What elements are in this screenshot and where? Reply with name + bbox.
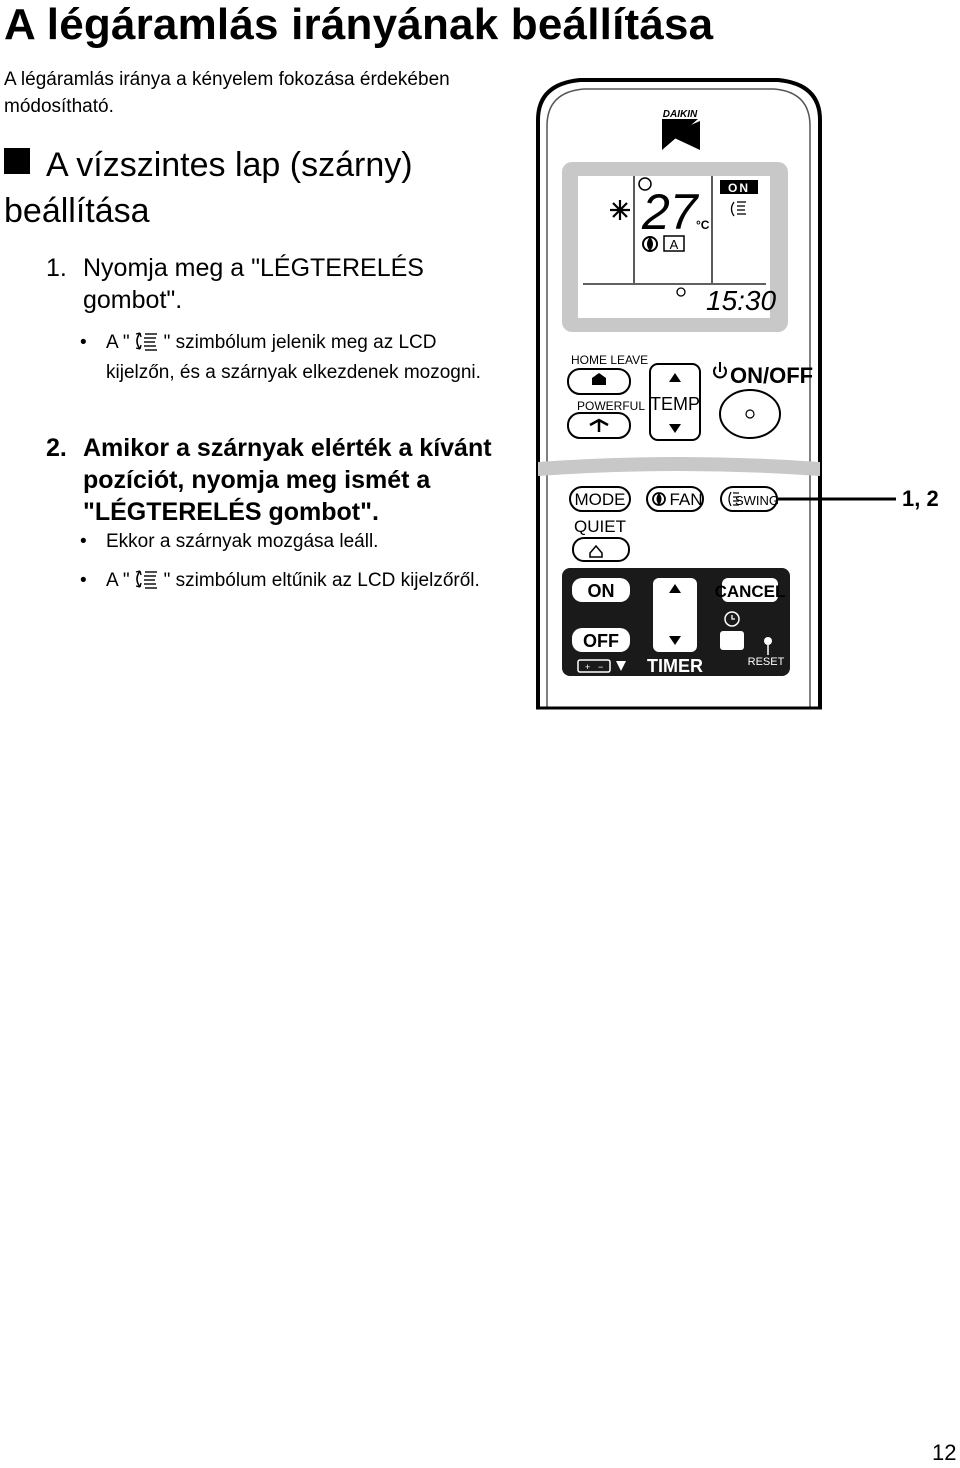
powerful-label: POWERFUL bbox=[577, 399, 645, 413]
bullet-text-after: " szimbólum jelenik meg az LCD kijelzőn,… bbox=[106, 332, 481, 383]
quiet-button[interactable] bbox=[572, 537, 630, 562]
power-icon bbox=[713, 362, 727, 379]
section-title-text: A vízszintes lap (szárny) beállítása bbox=[4, 146, 413, 230]
timer-adjust-button[interactable] bbox=[653, 578, 697, 652]
svg-text:ON: ON bbox=[728, 181, 750, 195]
bullet-text-after: " szimbólum eltűnik az LCD kijelzőről. bbox=[163, 570, 480, 591]
bullet-text-before: A " bbox=[106, 570, 130, 591]
bullet-text: Ekkor a szárnyak mozgása leáll. bbox=[106, 531, 379, 552]
snowflake-icon bbox=[610, 200, 630, 220]
quiet-label: QUIET bbox=[574, 517, 626, 536]
svg-text:OFF: OFF bbox=[583, 631, 619, 651]
temp-up-icon bbox=[669, 373, 681, 382]
battery-icon: + − bbox=[577, 659, 626, 673]
daikin-logo: DAIKIN bbox=[662, 109, 700, 150]
step-2-number: 2. bbox=[46, 434, 67, 462]
page-number: 12 bbox=[932, 1440, 957, 1465]
svg-text:+: + bbox=[585, 662, 590, 672]
timer-label: TIMER bbox=[647, 656, 703, 676]
lcd-fan-mode: A bbox=[670, 237, 679, 252]
step-1: 1. Nyomja meg a "LÉGTERELÉS gombot". bbox=[46, 252, 516, 316]
timer-on-button[interactable] bbox=[572, 578, 630, 602]
section-title: A vízszintes lap (szárny) beállítása bbox=[4, 142, 524, 234]
remote-control-illustration: DAIKIN 27 °C A ON 15:30 HOME LEAVE POWER… bbox=[536, 78, 896, 710]
fan-icon bbox=[642, 236, 658, 252]
mode-button[interactable] bbox=[569, 486, 631, 512]
step-1-number: 1. bbox=[46, 254, 67, 282]
svg-text:MODE: MODE bbox=[575, 490, 626, 509]
step-1-text: Nyomja meg a "LÉGTERELÉS gombot". bbox=[83, 254, 424, 314]
on-off-label: ON/OFF bbox=[730, 363, 813, 388]
fan-icon bbox=[652, 492, 666, 506]
step-2-bullet-1: • Ekkor a szárnyak mozgása leáll. bbox=[80, 527, 500, 557]
lcd-swing-icon bbox=[730, 201, 746, 217]
swing-icon bbox=[135, 570, 157, 589]
lcd-unit: °C bbox=[696, 218, 710, 232]
timer-off-button[interactable] bbox=[572, 628, 630, 652]
svg-text:SWING: SWING bbox=[735, 493, 779, 508]
callout-label: 1, 2 bbox=[902, 486, 939, 511]
lcd-screen bbox=[578, 176, 770, 318]
econo-icon bbox=[638, 177, 652, 191]
timer-up-icon bbox=[669, 584, 681, 593]
swing-icon bbox=[135, 332, 157, 351]
clock-button[interactable] bbox=[720, 631, 744, 650]
svg-text:ON: ON bbox=[588, 581, 615, 601]
intro-text: A légáramlás iránya a kényelem fokozása … bbox=[4, 69, 450, 117]
home-leave-label: HOME LEAVE bbox=[571, 353, 648, 367]
bullet-dot: • bbox=[80, 531, 87, 552]
svg-text:FAN: FAN bbox=[669, 490, 702, 509]
temp-button[interactable] bbox=[649, 363, 701, 441]
step-1-bullet: • A "" szimbólum jelenik meg az LCD kije… bbox=[80, 328, 500, 388]
lcd-clock: 15:30 bbox=[706, 285, 776, 316]
clock-icon bbox=[724, 611, 740, 627]
bullet-dot: • bbox=[80, 332, 87, 353]
step-2-text: Amikor a szárnyak elérték a kívánt pozíc… bbox=[83, 434, 492, 526]
reset-hole-icon[interactable] bbox=[764, 637, 772, 645]
bullet-text-before: A " bbox=[106, 332, 130, 353]
lcd-temperature: 27 bbox=[641, 184, 700, 240]
svg-text:−: − bbox=[598, 662, 603, 672]
temp-down-icon bbox=[669, 424, 681, 433]
step-2: 2. Amikor a szárnyak elérték a kívánt po… bbox=[46, 432, 516, 528]
reset-label: RESET bbox=[748, 656, 785, 668]
clock-icon bbox=[676, 287, 686, 297]
on-off-button[interactable] bbox=[719, 389, 781, 439]
svg-text:CANCEL: CANCEL bbox=[715, 582, 786, 601]
square-bullet-icon bbox=[4, 148, 30, 174]
swing-icon bbox=[728, 491, 739, 507]
lcd-on-badge bbox=[720, 180, 758, 194]
step-2-bullet-2: • A " " szimbólum eltűnik az LCD kijelzőr… bbox=[80, 566, 500, 596]
page-title: A légáramlás irányának beállítása bbox=[4, 0, 714, 49]
temp-label: TEMP bbox=[650, 394, 700, 414]
cancel-button[interactable] bbox=[722, 578, 778, 602]
bullet-dot: • bbox=[80, 570, 87, 591]
svg-text:DAIKIN: DAIKIN bbox=[663, 109, 698, 120]
timer-down-icon bbox=[669, 636, 681, 645]
